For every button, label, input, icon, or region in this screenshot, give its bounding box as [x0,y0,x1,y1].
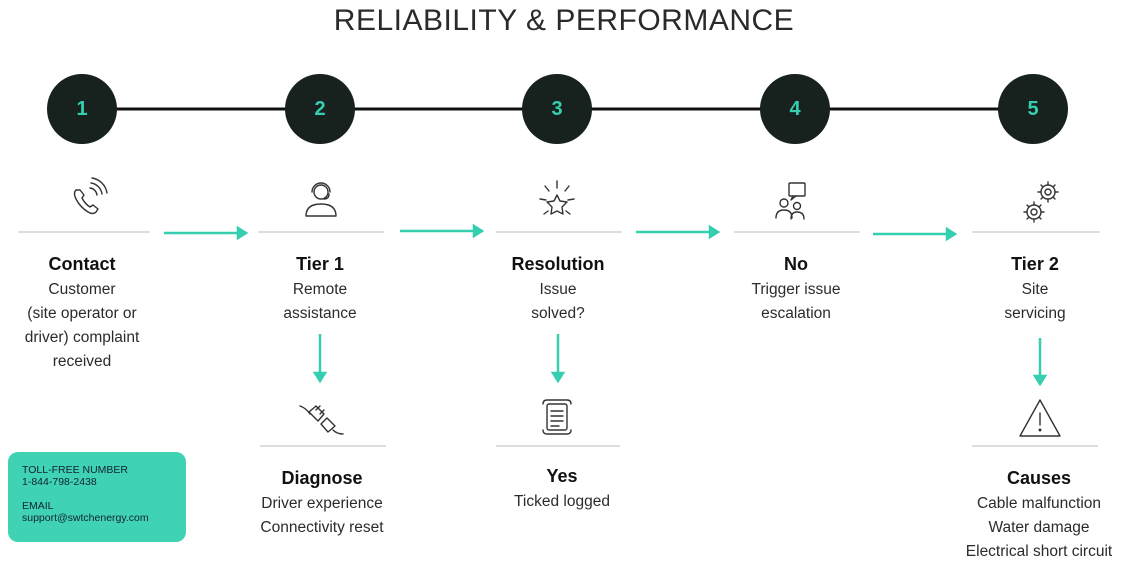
substep-description: Ticked logged [462,490,662,514]
desc-line: (site operator or [27,305,137,322]
step-number-3: 3 [522,74,592,144]
desc-line: solved? [531,305,585,322]
substep-heading-causes: Causes [1006,468,1072,488]
step-heading-resolution: Resolution [511,254,605,274]
desc-line: Trigger issue [751,281,841,298]
arrow-down [550,334,566,384]
desc-line: escalation [761,305,831,322]
step-number-5: 5 [998,74,1068,144]
desc-line: Connectivity reset [260,519,384,536]
substep-heading-diagnose: Diagnose [281,468,363,488]
desc-line: Water damage [988,519,1090,536]
desc-line: Cable malfunction [976,495,1102,512]
substep-heading-yes: Yes [546,466,578,486]
step-heading-tier2: Tier 2 [1011,254,1059,274]
icon-dividers [18,231,1100,447]
desc-line: Remote [292,281,348,298]
scroll-icon [542,399,572,435]
email-address[interactable]: support@swtchenergy.com [22,512,149,524]
step-heading-contact: Contact [48,254,116,274]
phone-label: TOLL-FREE NUMBER [22,464,128,476]
desc-line: Customer [48,281,116,298]
plug-icon [299,405,344,435]
desc-line: Driver experience [261,495,383,512]
sparkle-star-icon [539,180,575,215]
headset-agent-icon [305,182,337,217]
arrow-right [636,224,721,240]
gears-icon [1023,181,1059,223]
desc-line: driver) complaint [24,329,140,346]
step-description: Customer (site operator or driver) compl… [0,278,182,374]
arrow-down [312,334,328,384]
desc-line: Ticked logged [514,493,610,510]
desc-line: Electrical short circuit [965,543,1113,560]
phone-icon [73,177,108,215]
substep-description: Driver experience Connectivity reset [222,492,422,540]
arrow-right [164,225,249,241]
arrow-down [1032,338,1048,387]
desc-line: Site [1021,281,1049,298]
question-people-icon [775,182,806,220]
phone-number[interactable]: 1-844-798-2438 [22,476,97,488]
step-heading-tier1: Tier 1 [296,254,344,274]
step-description: Trigger issue escalation [696,278,896,326]
substep-description: Cable malfunction Water damage Electrica… [939,492,1128,564]
desc-line: servicing [1004,305,1066,322]
step-description: Remote assistance [220,278,420,326]
step-description: Issue solved? [458,278,658,326]
step-number-1: 1 [47,74,117,144]
warning-icon [1019,399,1061,437]
arrow-right [400,223,485,239]
step-description: Site servicing [935,278,1128,326]
arrow-right [873,226,958,242]
step-number-2: 2 [285,74,355,144]
email-label: EMAIL [22,500,54,512]
desc-line: received [52,353,112,370]
contact-card: TOLL-FREE NUMBER 1-844-798-2438 EMAIL su… [8,452,186,542]
step-heading-no: No [784,254,808,274]
page-title: RELIABILITY & PERFORMANCE [333,4,795,37]
desc-line: assistance [283,305,357,322]
step-number-4: 4 [760,74,830,144]
desc-line: Issue [539,281,577,298]
